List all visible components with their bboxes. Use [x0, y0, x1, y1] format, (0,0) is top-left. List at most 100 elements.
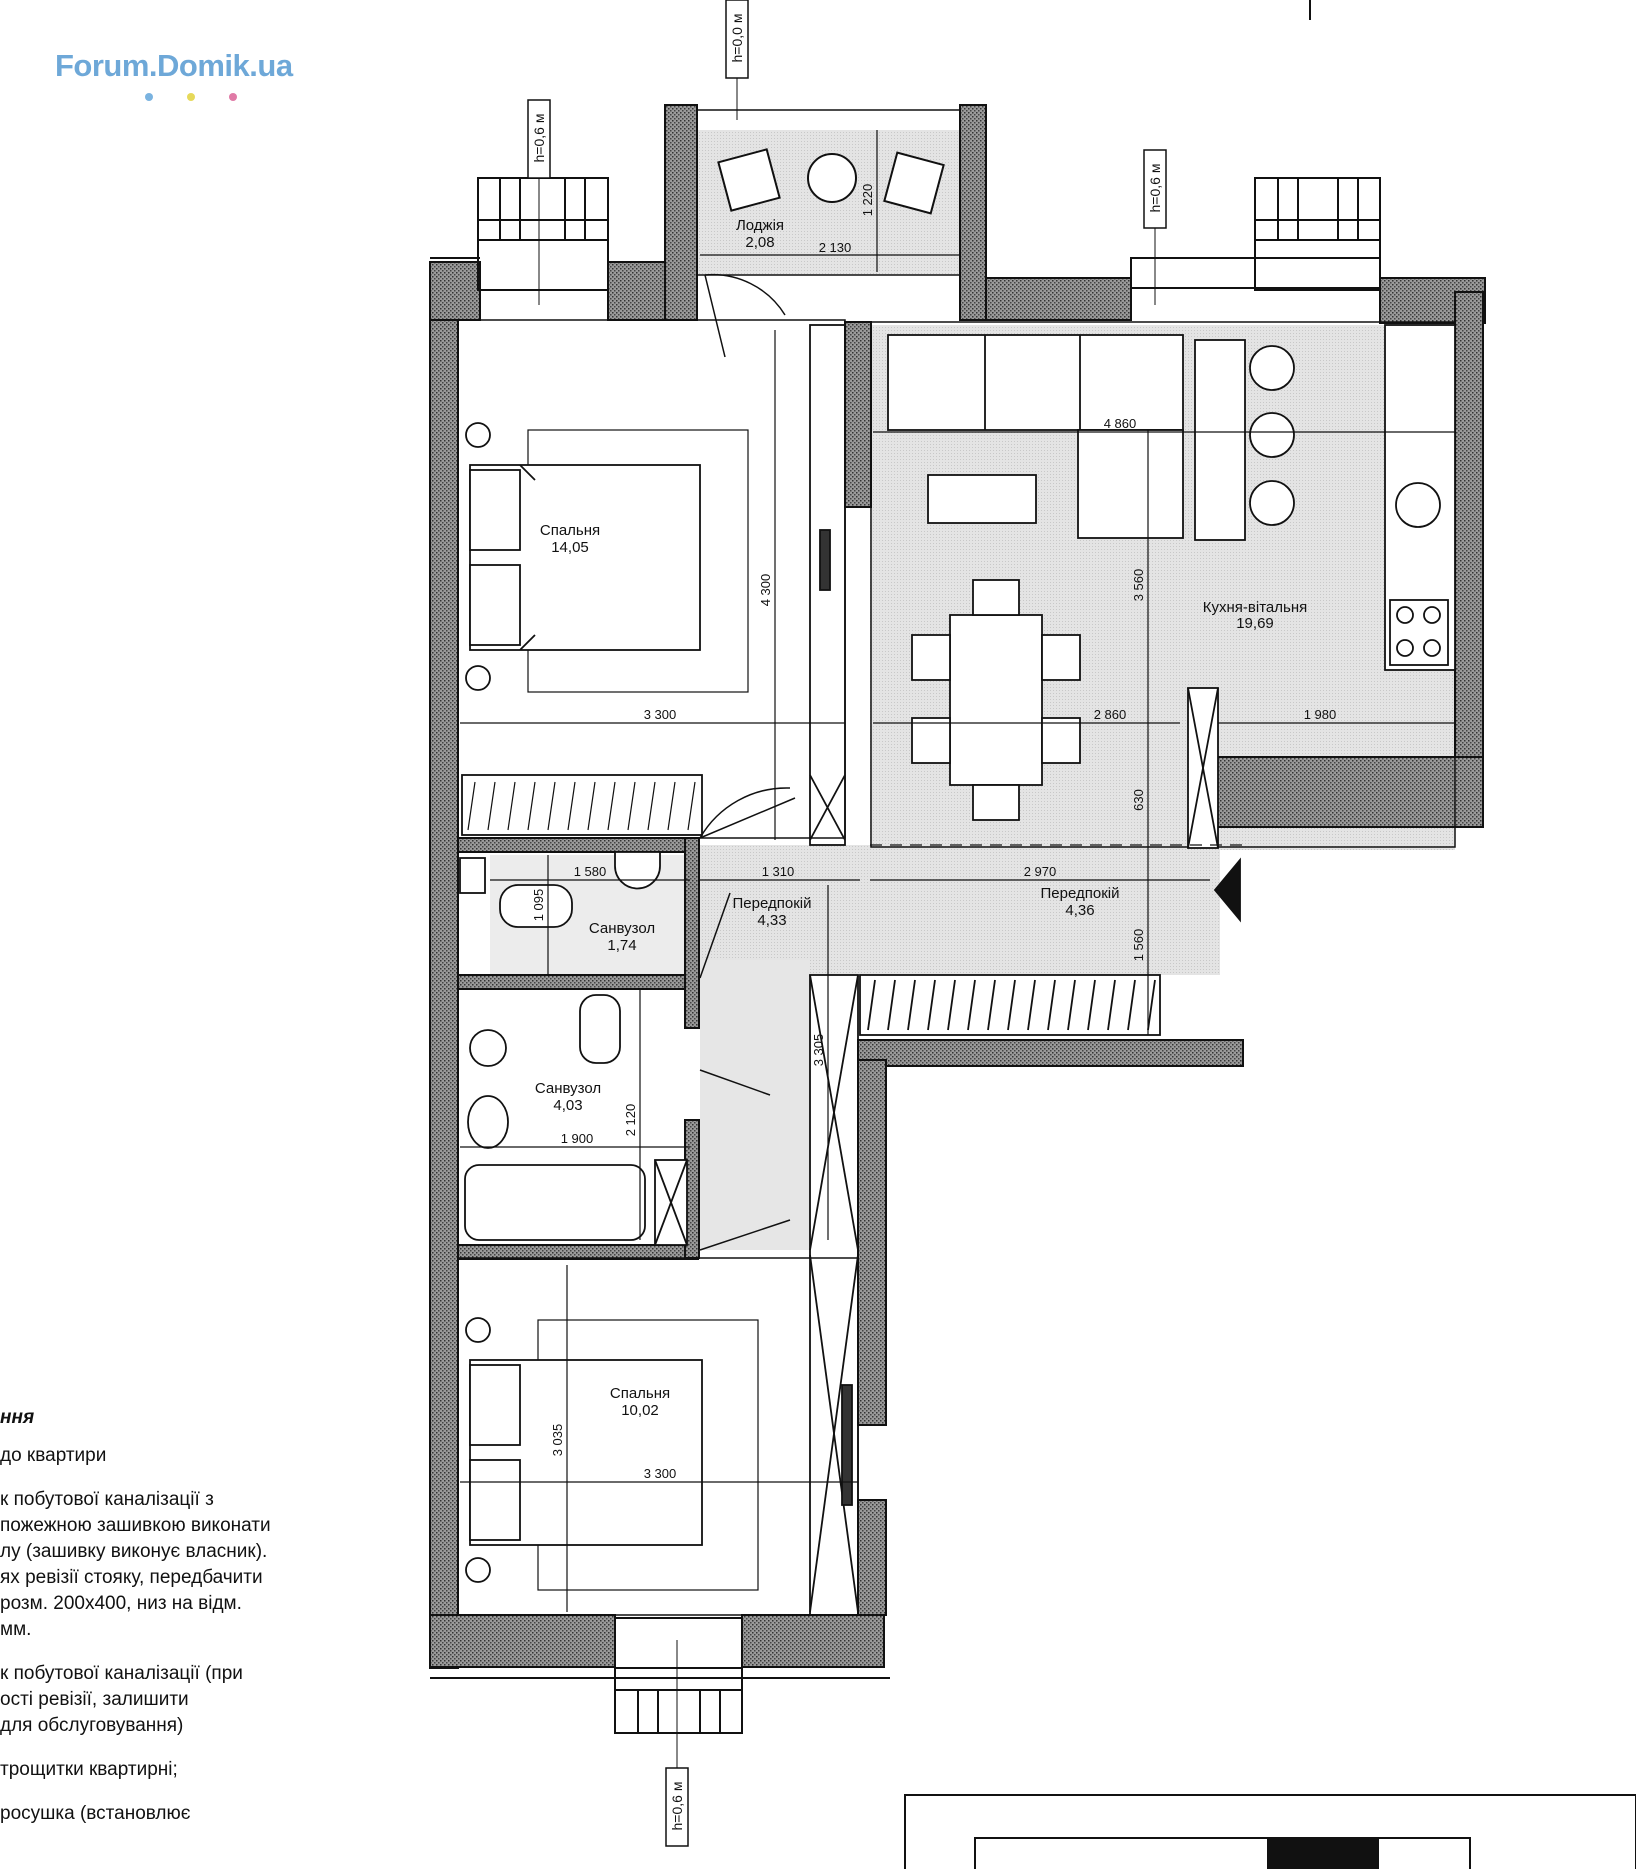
- armchair-right: [883, 151, 945, 215]
- dim-bath2-depth: 2 120: [623, 1104, 638, 1137]
- label-hall2-name: Передпокій: [1041, 885, 1120, 902]
- outline-loggia: [696, 109, 961, 276]
- wardrobe-hall: [859, 974, 1161, 1036]
- dim-bath2-width: 1 900: [561, 1131, 594, 1146]
- loggia-furniture: [717, 148, 945, 215]
- chair-bottom: [972, 784, 1020, 821]
- label-bedroom1-area: 14,05: [551, 539, 589, 556]
- dim-kitchen-right: 1 980: [1304, 707, 1337, 722]
- logo-dot-pink: [229, 93, 237, 101]
- dim-kitchen-width: 4 860: [1104, 416, 1137, 431]
- height-mark-loggia: h=0,0 м: [729, 14, 745, 63]
- label-hall2-area: 4,36: [1065, 902, 1094, 919]
- room-labels: Спальня 14,05 Лоджія 2,08 Кухня-вітальня…: [535, 217, 1307, 1419]
- chair-l1: [911, 634, 951, 681]
- dim-hall2-width: 2 970: [1024, 864, 1057, 879]
- forum-domik-logo: Forum.Domik.ua: [55, 48, 293, 83]
- bar-stool-2: [1249, 412, 1295, 458]
- wall-bottom-right: [741, 1614, 885, 1668]
- chair-r2: [1041, 717, 1081, 764]
- wall-bath1-top: [457, 837, 699, 853]
- chair-top: [972, 579, 1020, 616]
- balcony-bottom: [614, 1617, 743, 1734]
- door-bath2: [699, 1069, 771, 1096]
- pillow-3: [469, 1364, 521, 1446]
- hall-wardrobe: [859, 857, 1241, 1036]
- dim-kitchen-depth: 3 560: [1131, 569, 1146, 602]
- balcony-left-top: [477, 177, 609, 291]
- note-1: до квартири: [0, 1445, 107, 1466]
- dim-living-width: 2 860: [1094, 707, 1127, 722]
- dim-bedroom1-length: 4 300: [758, 574, 773, 607]
- burner-3: [1396, 639, 1414, 657]
- wall-right-lower: [857, 1059, 887, 1426]
- toilet-bath2: [579, 994, 621, 1064]
- label-kitchen-area: 19,69: [1236, 615, 1274, 632]
- logo-dots: [145, 88, 271, 106]
- bathtub: [464, 1164, 646, 1241]
- bedroom1-furniture: [461, 422, 749, 836]
- logo-dot-yellow: [187, 93, 195, 101]
- label-bedroom2-area: 10,02: [621, 1402, 659, 1419]
- dim-corridor-length: 3 305: [811, 1034, 826, 1067]
- nightstand-lamp-3: [465, 1317, 491, 1343]
- logo-dot-blue: [145, 93, 153, 101]
- dim-loggia-width: 2 130: [819, 240, 852, 255]
- door-bedroom2: [699, 1219, 791, 1251]
- doors: [699, 273, 796, 1251]
- floor-corridor: [700, 960, 810, 1250]
- dim-hall1-width: 1 310: [762, 864, 795, 879]
- note-2: к побутової каналізації з пожежною зашив…: [0, 1489, 271, 1640]
- window-balconies: [430, 177, 1381, 1734]
- kitchen-furniture: [887, 324, 1456, 849]
- wall-bath-right: [684, 837, 700, 1029]
- nightstand-lamp-1: [465, 422, 491, 448]
- chair-r1: [1041, 634, 1081, 681]
- label-bedroom2-name: Спальня: [610, 1385, 670, 1402]
- dim-kitchen-step: 630: [1131, 789, 1146, 811]
- label-loggia-area: 2,08: [745, 234, 774, 251]
- dim-bedroom2-length: 3 035: [550, 1424, 565, 1457]
- dimension-lines: [460, 130, 1455, 1612]
- label-bath2-area: 4,03: [553, 1097, 582, 1114]
- walls: [429, 104, 1486, 1669]
- wall-right-kitchen: [1454, 291, 1484, 828]
- door-bedroom1: [699, 787, 796, 839]
- label-bath1-name: Санвузол: [589, 920, 655, 937]
- wall-loggia-left: [664, 104, 698, 321]
- bar-stool-1: [1249, 345, 1295, 391]
- wall-bottom-left: [429, 1614, 616, 1668]
- note-3: к побутової каналізації (при ості ревізі…: [0, 1663, 243, 1736]
- tv-1: [819, 529, 831, 591]
- notes-title: ння: [0, 1407, 35, 1428]
- label-bath2-name: Санвузол: [535, 1080, 601, 1097]
- bath1-fixtures: [459, 851, 661, 928]
- label-loggia-name: Лоджія: [736, 217, 784, 234]
- nightstand-lamp-4: [465, 1557, 491, 1583]
- wall-bath2-bottom: [457, 1244, 699, 1260]
- height-marks: h=0,0 м h=0,6 м h=0,6 м h=0,6 м: [527, 0, 1167, 1847]
- wall-left-outer: [429, 317, 459, 1669]
- height-mark-bottom: h=0,6 м: [669, 1782, 685, 1831]
- chair-l2: [911, 717, 951, 764]
- dim-hall2-depth: 1 560: [1131, 929, 1146, 962]
- pillow-4: [469, 1459, 521, 1541]
- kitchen-sink: [1395, 482, 1441, 528]
- burner-2: [1423, 606, 1441, 624]
- note-5: росушка (встановлює: [0, 1803, 191, 1824]
- note-4: трощитки квартирні;: [0, 1759, 178, 1780]
- floor-hall: [700, 845, 1220, 975]
- label-hall1-name: Передпокій: [733, 895, 812, 912]
- height-mark-right: h=0,6 м: [1147, 164, 1163, 213]
- wall-loggia-right: [959, 104, 987, 321]
- dim-bedroom2-width: 3 300: [644, 1466, 677, 1481]
- notes-block: ння до квартири к побутової каналізації …: [0, 1405, 330, 1845]
- tv-2: [841, 1384, 853, 1506]
- storage-column-top: [809, 324, 846, 846]
- dim-bath1-width: 1 580: [574, 864, 607, 879]
- dim-bath1-depth: 1 095: [531, 889, 546, 922]
- wardrobe-hatch-1: [467, 781, 696, 831]
- legend-frame: [904, 1794, 1636, 1869]
- pillow-1: [469, 469, 521, 551]
